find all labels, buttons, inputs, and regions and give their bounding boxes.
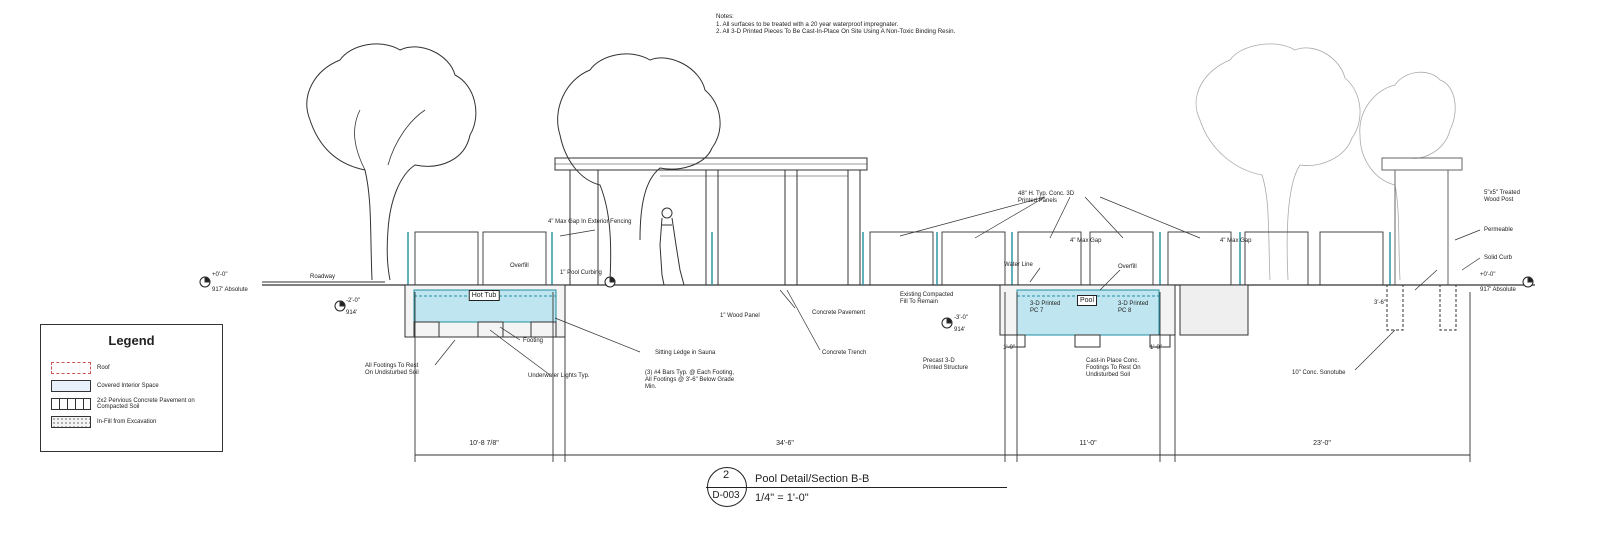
title-underline [747, 487, 1007, 488]
printed-panels-label: 48" H. Typ. Conc. 3D Printed Panels [1018, 191, 1075, 204]
rebar-label: (3) #4 Bars Typ. @ Each Footing, All Foo… [645, 370, 735, 390]
legend-label: Roof [97, 364, 110, 371]
elevation-pool-sub: 914' [954, 327, 966, 333]
legend-swatch-fill [51, 416, 91, 428]
dimension-label: 11'-0" [1079, 440, 1097, 447]
sonotubes [1386, 284, 1457, 331]
elevation-right-abs: 917' Absolute [1480, 287, 1516, 293]
legend-title: Legend [108, 333, 155, 348]
detail-title: Pool Detail/Section B-B [755, 473, 870, 485]
sitting-ledge-label: Sitting Ledge in Sauna [655, 350, 716, 356]
roadway-label: Roadway [310, 274, 336, 280]
dimension-label: 34'-6" [776, 440, 794, 447]
tree-right-2 [1359, 71, 1456, 281]
water-line-label: Water Line [1004, 262, 1033, 268]
permeable-label: Permeable [1484, 227, 1514, 233]
tree-left [306, 43, 477, 281]
detail-number: 2 [722, 469, 730, 481]
leader-lines [434, 196, 1481, 376]
underwater-lights-label: Underwater Lights Typ. [528, 373, 590, 379]
legend-label: 2x2 Pervious Concrete Pavement on Compac… [97, 397, 195, 411]
depth-label: 3'-6" [1374, 300, 1386, 306]
depth-label: 1'-0" [1150, 345, 1162, 351]
fence-gap-label: 4" Max Gap In Exterior Fencing [548, 219, 632, 225]
note-item: 1. All surfaces to be treated with a 20 … [716, 20, 899, 28]
elevation-hot-tub: -2'-0" [346, 298, 360, 304]
note-item: 2. All 3-D Printed Pieces To Be Cast-In-… [716, 28, 956, 35]
legend-label: In-Fill from Excavation [97, 418, 157, 425]
detail-scale: 1/4" = 1'-0" [755, 492, 809, 504]
max-gap-label: 4" Max Gap [1070, 238, 1102, 244]
hot-tub-section [404, 284, 566, 338]
pavilion [554, 157, 868, 285]
overfill-right-label: Overfill [1118, 264, 1137, 270]
notes-heading: Notes: [716, 13, 734, 20]
detail-bubble [706, 467, 748, 507]
notes-block: Notes: 1. All surfaces to be treated wit… [716, 13, 955, 36]
printed-pc7-label: 3-D Printed PC 7 [1030, 301, 1061, 314]
tree-middle [557, 53, 721, 281]
footing-label: Footing [523, 338, 544, 344]
elevation-hot-tub-sub: 914' [346, 310, 358, 316]
dimension-label: 23'-0" [1313, 440, 1331, 447]
datum-markers [199, 276, 1534, 329]
wood-post-label: 5"x5" Treated Wood Post [1484, 190, 1520, 203]
elevation-left-abs: 917' Absolute [212, 287, 248, 293]
pool-curbing-label: 1" Pool Curbing [560, 270, 602, 276]
hot-tub-label: Hot Tub [468, 290, 500, 301]
right-pavilion [1381, 157, 1463, 285]
elevation-pool: -3'-0" [954, 315, 968, 321]
person-figure [659, 207, 685, 286]
cast-in-place-label: Cast-in Place Conc. Footings To Rest On … [1086, 358, 1141, 378]
concrete-trench-label: Concrete Trench [822, 350, 867, 356]
legend-label: Covered Interior Space [97, 382, 159, 389]
overfill-left-label: Overfill [510, 263, 529, 269]
solid-curb-label: Solid Curb [1484, 255, 1513, 261]
max-gap-label: 4" Max Gap [1220, 238, 1252, 244]
elevation-left-datum: +0'-0" [212, 272, 228, 278]
precast-label: Precast 3-D Printed Structure [923, 358, 969, 371]
legend-swatch-pavement [51, 398, 91, 410]
tree-right-1 [1195, 43, 1361, 281]
elevation-right-datum: +0'-0" [1480, 272, 1496, 278]
legend-box: Legend Roof Covered Interior Space 2x2 P… [40, 324, 223, 452]
legend-item: Covered Interior Space [51, 378, 222, 394]
all-footings-label: All Footings To Rest On Undisturbed Soil [365, 363, 419, 376]
concrete-pavement-label: Concrete Pavement [812, 310, 866, 316]
sonotube-label: 10" Conc. Sonotube [1292, 370, 1346, 376]
legend-item: 2x2 Pervious Concrete Pavement on Compac… [51, 396, 222, 412]
printed-pc8-label: 3-D Printed PC 8 [1118, 301, 1149, 314]
depth-label: 1'-0" [1003, 345, 1015, 351]
dimension-label: 10'-8 7/8" [469, 440, 499, 447]
pool-label: Pool [1076, 295, 1098, 306]
legend-swatch-interior [51, 380, 91, 392]
wood-panel-label: 1" Wood Panel [720, 313, 760, 319]
legend-swatch-roof [51, 362, 91, 374]
existing-fill-label: Existing Compacted Fill To Remain [900, 292, 954, 305]
sheet-number: D-003 [712, 490, 740, 501]
pool-section [999, 284, 1249, 348]
legend-item: In-Fill from Excavation [51, 414, 222, 430]
legend-item: Roof [51, 360, 222, 376]
dimension-lines [414, 292, 1471, 462]
